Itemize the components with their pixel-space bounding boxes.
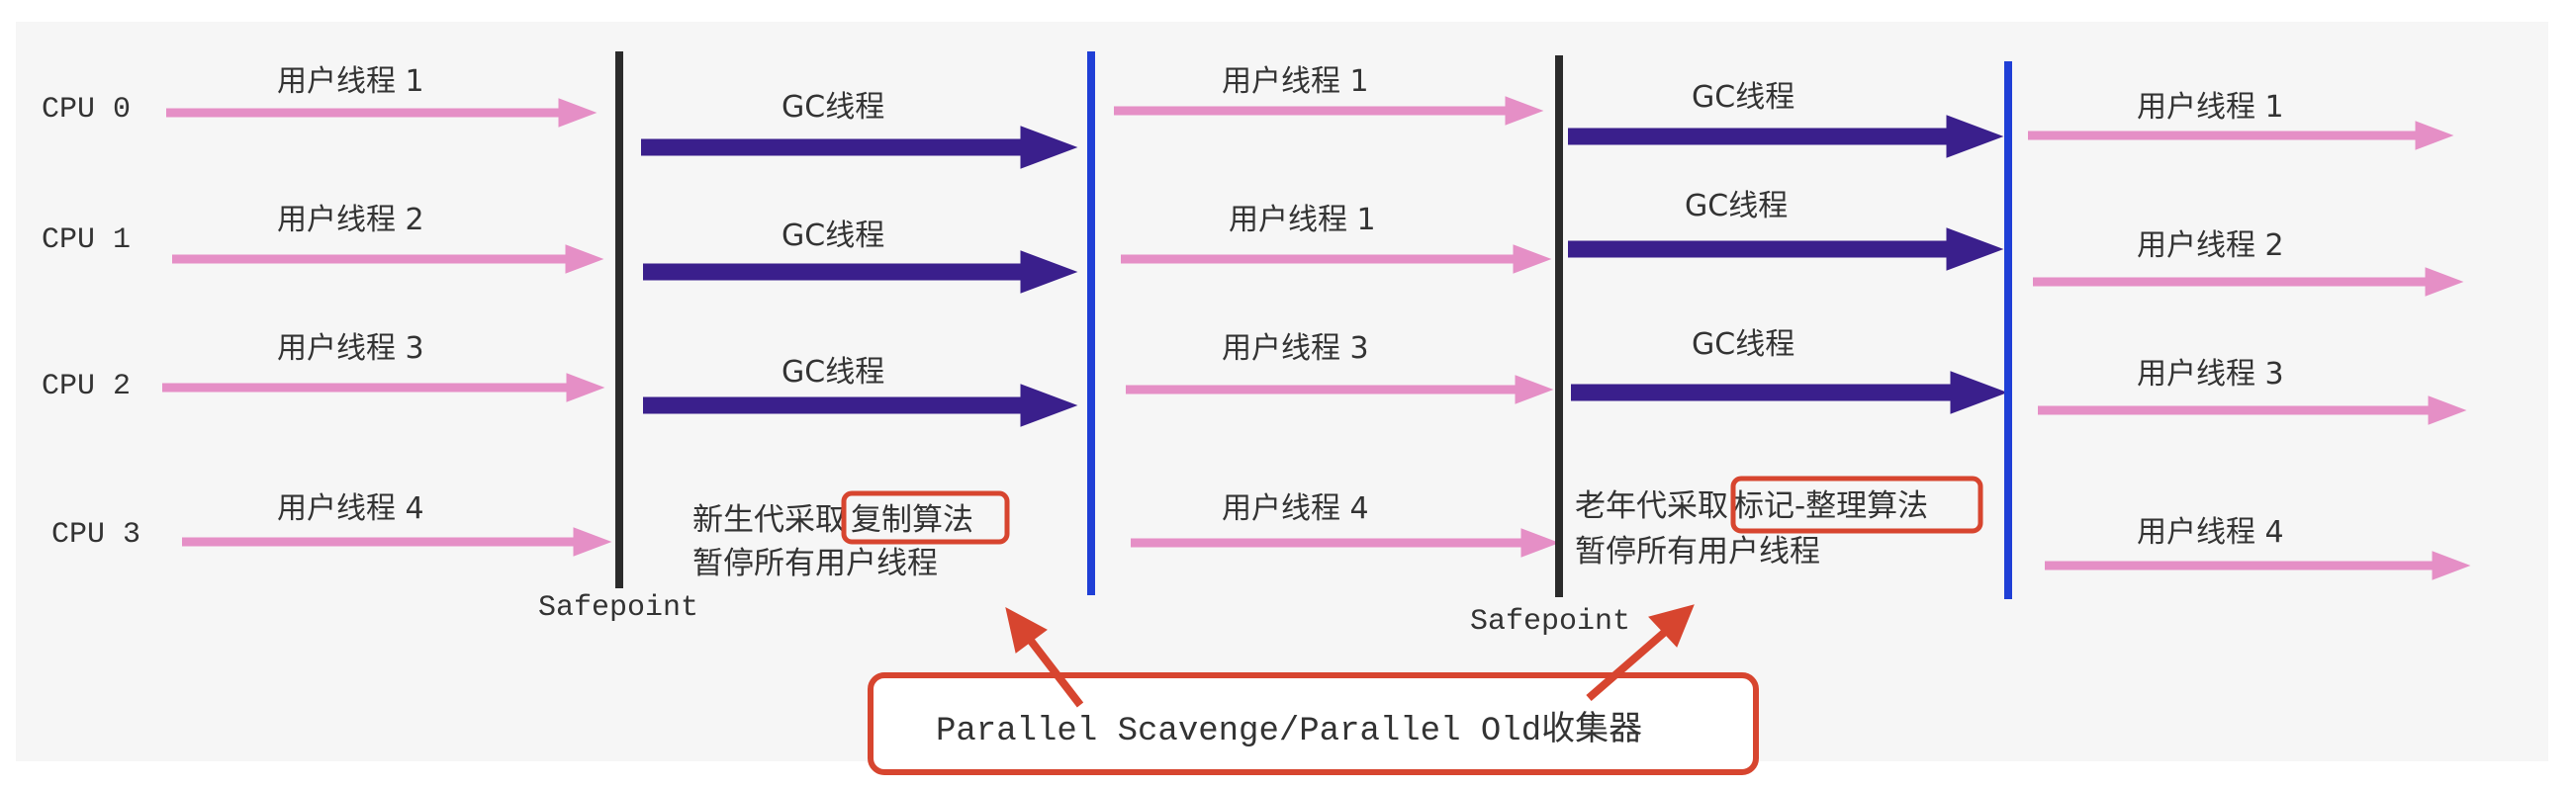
gc2-arrowhead-1 bbox=[1946, 115, 2004, 158]
phase1-arrowhead-1 bbox=[558, 98, 598, 128]
gc1-highlight-box bbox=[841, 490, 1010, 545]
cpu-label-2: CPU 2 bbox=[42, 370, 131, 403]
phase1-thread-label-3: 用户线程 3 bbox=[277, 331, 424, 366]
gc1-description-prefix: 新生代采取 bbox=[692, 502, 846, 538]
safepoint-1-label: Safepoint bbox=[538, 591, 698, 625]
phase3-thread-label-1: 用户线程 1 bbox=[2137, 90, 2284, 125]
phase2-thread-label-1: 用户线程 1 bbox=[1222, 64, 1369, 99]
phase2-arrowhead-2 bbox=[1513, 244, 1552, 274]
collector-label-box bbox=[868, 672, 1759, 775]
gc2-arrowhead-3 bbox=[1950, 371, 2008, 414]
phase2-thread-label-4: 用户线程 4 bbox=[1222, 491, 1369, 526]
gc2-thread-label-3: GC线程 bbox=[1692, 327, 1794, 362]
phase1-thread-label-1: 用户线程 1 bbox=[277, 64, 424, 99]
gc2-highlight-box bbox=[1730, 476, 1983, 534]
phase2-thread-label-2: 用户线程 1 bbox=[1229, 203, 1376, 237]
gc1-description-highlight: 复制算法 bbox=[851, 502, 973, 538]
gc1-thread-label-1: GC线程 bbox=[782, 90, 884, 125]
collector-label-ascii: Parallel Scavenge/Parallel Old bbox=[936, 713, 1541, 750]
gc2-description-line2: 暂停所有用户线程 bbox=[1575, 534, 1820, 570]
cpu-label-3: CPU 3 bbox=[51, 518, 140, 552]
collector-pointer-left bbox=[1027, 638, 1084, 708]
gc1-arrowhead-1 bbox=[1020, 126, 1078, 169]
phase1-arrowhead-3 bbox=[566, 373, 605, 402]
phase1-thread-label-2: 用户线程 2 bbox=[277, 203, 424, 237]
collector-label: Parallel Scavenge/Parallel Old收集器 bbox=[936, 709, 1642, 750]
gc2-arrowhead-2 bbox=[1946, 227, 2004, 271]
collector-label-cjk: 收集器 bbox=[1541, 709, 1642, 748]
gc2-description-highlight: 标记-整理算法 bbox=[1733, 488, 1928, 524]
phase3-thread-label-4: 用户线程 4 bbox=[2137, 515, 2284, 550]
phase3-thread-label-3: 用户线程 3 bbox=[2137, 357, 2284, 392]
phase1-arrowhead-2 bbox=[565, 244, 604, 274]
collector-pointer-right bbox=[1586, 629, 1667, 702]
phase1-thread-label-4: 用户线程 4 bbox=[277, 491, 424, 526]
collector-pointer-left-head bbox=[1005, 607, 1048, 654]
gc1-thread-label-2: GC线程 bbox=[782, 219, 884, 253]
phase3-arrowhead-3 bbox=[2428, 395, 2467, 425]
phase3-arrowhead-4 bbox=[2432, 551, 2471, 580]
phase3-thread-label-2: 用户线程 2 bbox=[2137, 228, 2284, 263]
cpu-label-0: CPU 0 bbox=[42, 93, 131, 127]
phase2-thread-label-3: 用户线程 3 bbox=[1222, 331, 1369, 366]
phase2-arrowhead-1 bbox=[1505, 96, 1544, 126]
gc1-arrowhead-2 bbox=[1020, 250, 1078, 294]
gc1-arrowhead-3 bbox=[1020, 384, 1078, 427]
safepoint-2-label: Safepoint bbox=[1470, 605, 1630, 639]
phase2-arrowhead-3 bbox=[1515, 375, 1554, 404]
phase3-arrowhead-1 bbox=[2415, 121, 2454, 150]
phase3-arrowhead-2 bbox=[2425, 267, 2464, 297]
phase1-arrowhead-4 bbox=[573, 527, 612, 557]
collector-pointer-right-head bbox=[1648, 604, 1695, 648]
gc2-description-line1: 老年代采取标记-整理算法 bbox=[1575, 488, 1928, 524]
gc2-thread-label-1: GC线程 bbox=[1692, 80, 1794, 115]
gc2-thread-label-2: GC线程 bbox=[1685, 189, 1788, 223]
gc1-description-line1: 新生代采取复制算法 bbox=[692, 502, 973, 538]
gc1-description-line2: 暂停所有用户线程 bbox=[692, 546, 938, 581]
cpu-label-1: CPU 1 bbox=[42, 223, 131, 257]
phase2-arrowhead-4 bbox=[1520, 528, 1560, 558]
gc2-description-prefix: 老年代采取 bbox=[1575, 488, 1728, 524]
gc1-thread-label-3: GC线程 bbox=[782, 355, 884, 390]
